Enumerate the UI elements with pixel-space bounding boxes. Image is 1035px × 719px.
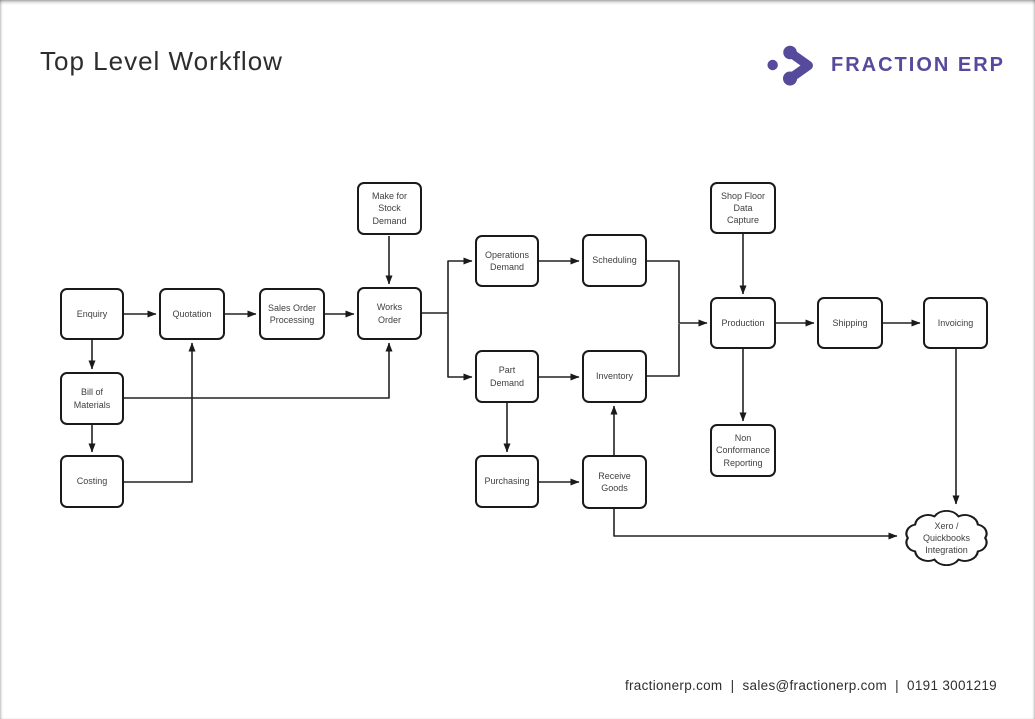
node-label: Works Order bbox=[376, 302, 403, 325]
node-quotation: Quotation bbox=[159, 288, 225, 340]
page-title: Top Level Workflow bbox=[40, 46, 283, 76]
cloud-shape bbox=[905, 510, 988, 566]
node-receive-goods: Receive Goods bbox=[582, 455, 647, 509]
node-label: Inventory bbox=[595, 371, 634, 382]
node-label: Make for Stock Demand bbox=[371, 191, 407, 226]
node-scheduling: Scheduling bbox=[582, 234, 647, 287]
edge-works-order-to-operations-demand bbox=[422, 257, 473, 314]
node-shipping: Shipping bbox=[817, 297, 883, 349]
node-operations-demand: Operations Demand bbox=[475, 235, 539, 287]
node-sales-order-processing: Sales Order Processing bbox=[259, 288, 325, 340]
node-costing: Costing bbox=[60, 455, 124, 508]
node-label: Purchasing bbox=[484, 476, 530, 487]
node-label: Shipping bbox=[832, 317, 868, 328]
node-label: Scheduling bbox=[592, 255, 637, 266]
node-production: Production bbox=[710, 297, 776, 349]
node-part-demand: Part Demand bbox=[475, 350, 539, 403]
node-bill-of-materials: Bill of Materials bbox=[60, 372, 124, 425]
node-shop-floor-data-capture: Shop Floor Data Capture bbox=[710, 182, 776, 234]
node-works-order: Works Order bbox=[357, 287, 422, 340]
node-label: Production bbox=[721, 317, 765, 328]
node-label: Receive Goods bbox=[598, 470, 631, 493]
edge-works-order-to-part-demand bbox=[447, 313, 473, 381]
node-enquiry: Enquiry bbox=[60, 288, 124, 340]
node-purchasing: Purchasing bbox=[475, 455, 539, 508]
node-label: Sales Order Processing bbox=[267, 302, 317, 325]
node-non-conformance-reporting: Non Conformance Reporting bbox=[710, 424, 776, 477]
edge-bill-of-materials-to-works-order bbox=[124, 342, 393, 399]
footer-contact-info: fractionerp.com | sales@fractionerp.com … bbox=[624, 678, 997, 693]
node-invoicing: Invoicing bbox=[923, 297, 988, 349]
brand-name: FRACTION ERP bbox=[831, 53, 1005, 76]
edge-costing-to-quotation bbox=[124, 342, 196, 483]
node-label: Quotation bbox=[172, 308, 212, 319]
node-make-for-stock-demand: Make for Stock Demand bbox=[357, 182, 422, 235]
node-label: Operations Demand bbox=[484, 249, 530, 272]
node-label: Bill of Materials bbox=[73, 387, 111, 410]
edge-scheduling-to-production bbox=[647, 260, 708, 327]
node-label: Non Conformance Reporting bbox=[715, 433, 771, 468]
fraction-erp-logo-icon bbox=[767, 45, 813, 86]
node-xero-quickbooks-integration: Xero / Quickbooks Integration bbox=[900, 506, 993, 570]
edge-receive-goods-to-xero-quickbooks-integration bbox=[613, 509, 898, 540]
node-label: Enquiry bbox=[76, 308, 108, 319]
node-label: Part Demand bbox=[489, 365, 525, 388]
node-label: Xero / Quickbooks Integration bbox=[922, 520, 971, 556]
edge-inventory-to-production bbox=[647, 324, 680, 377]
node-label: Costing bbox=[76, 476, 108, 487]
node-label: Invoicing bbox=[937, 317, 974, 328]
node-inventory: Inventory bbox=[582, 350, 647, 403]
brand-logo: FRACTION ERP bbox=[763, 40, 1005, 90]
node-label: Shop Floor Data Capture bbox=[720, 190, 766, 226]
